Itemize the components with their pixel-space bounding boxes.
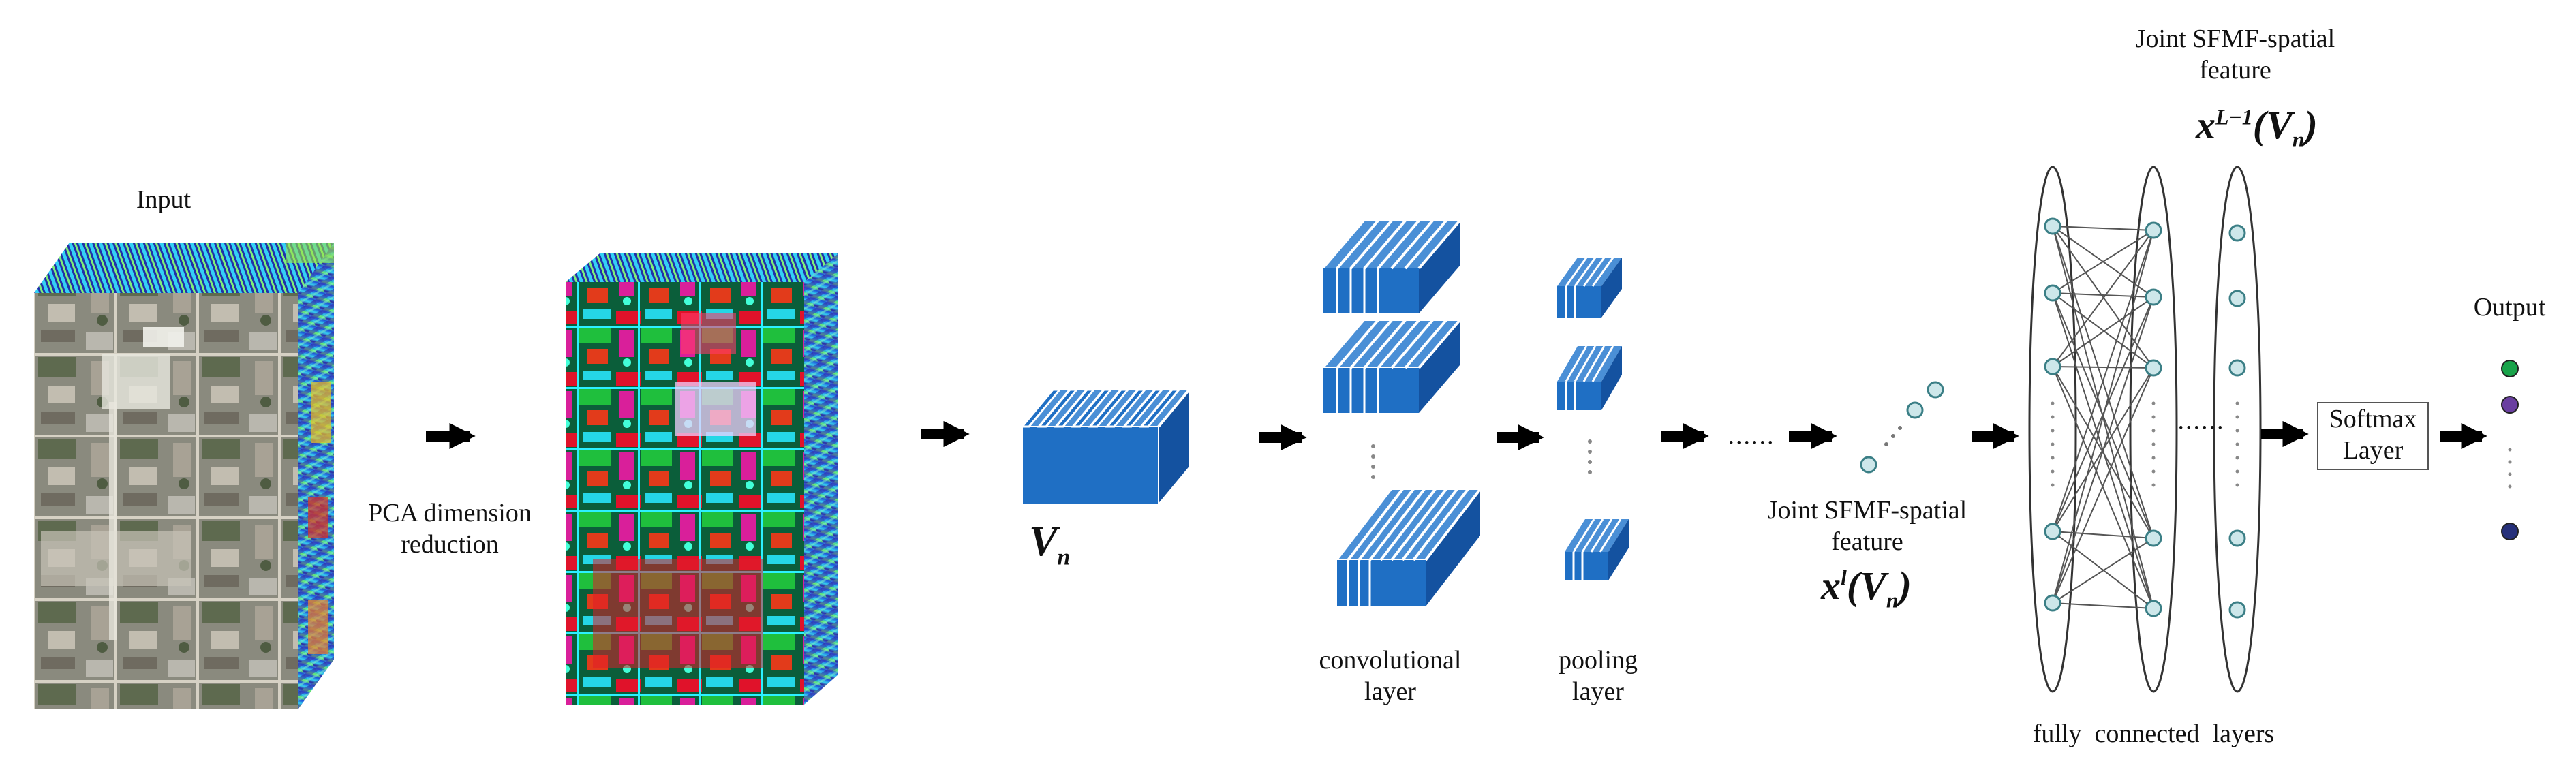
fc-node (2044, 523, 2061, 540)
feature-node (1860, 456, 1877, 474)
fc-node (2044, 594, 2061, 612)
fc-node (2228, 359, 2246, 377)
ellipsis-fc: ...... (2177, 406, 2225, 435)
pca-cube (566, 253, 838, 705)
conv-block-2 (1321, 319, 1462, 413)
feature-node (1927, 381, 1944, 399)
xL-symbol: xL−1(Vn) (2196, 103, 2318, 152)
output-node-2 (2501, 396, 2519, 414)
output-node-1 (2501, 360, 2519, 377)
fc-connections (2052, 226, 2154, 609)
joint-feature-label: Joint SFMF-spatial feature (1767, 496, 1967, 556)
pool-block-3 (1565, 518, 1629, 580)
output-label: Output (2473, 293, 2546, 322)
output-vertical-dots (2508, 448, 2512, 489)
fc-node (2145, 359, 2162, 377)
vn-slices (1019, 388, 1182, 428)
fc-node (2044, 358, 2061, 375)
input-cube-top (34, 243, 334, 293)
fc-nodes (2044, 217, 2246, 619)
fc-layer-3 (2213, 166, 2262, 693)
input-label: Input (136, 185, 191, 214)
conv-block-3 (1335, 488, 1482, 606)
feature-node (1906, 401, 1924, 419)
feature-diagonal-dots (1884, 426, 1902, 446)
input-cube (34, 243, 334, 709)
pca-cube-side (804, 253, 838, 705)
pca-label: PCA dimension reduction (368, 499, 532, 559)
fc-label: fully connected layers (2032, 719, 2275, 748)
fc-node (2145, 221, 2162, 239)
pool-block-1 (1557, 257, 1622, 318)
pca-cube-top (566, 253, 838, 282)
fc-layer-1 (2028, 166, 2077, 693)
input-cube-side (298, 243, 334, 709)
fc-node (2145, 288, 2162, 306)
fc-node (2228, 529, 2246, 547)
fc-node (2145, 529, 2162, 547)
joint-feature-top-label: Joint SFMF-spatial feature (2135, 25, 2335, 84)
conv-block-1 (1321, 219, 1462, 313)
fc-node (2228, 224, 2246, 242)
pool-label: pooling layer (1558, 646, 1638, 706)
fc-node (2044, 284, 2061, 302)
fc-layer-2 (2129, 166, 2178, 693)
xl-symbol: xl(Vn) (1821, 563, 1912, 613)
output-nodes (2501, 360, 2519, 540)
fc-node (2228, 601, 2246, 619)
conv-label: convolutional layer (1319, 646, 1462, 706)
joint-feature-nodes (1860, 381, 1944, 474)
fc-node (2044, 217, 2061, 235)
vn-symbol: Vn (1029, 518, 1071, 570)
pool-block-2 (1557, 345, 1622, 410)
vn-cube (1020, 354, 1191, 506)
pool-vertical-dots (1588, 439, 1592, 474)
softmax-layer-box: Softmax Layer (2317, 402, 2429, 470)
conv-vertical-dots (1371, 444, 1375, 479)
fc-node (2145, 600, 2162, 617)
ellipsis-mid: ...... (1728, 421, 1775, 450)
output-node-3 (2501, 523, 2519, 540)
fc-vertical-dots (2051, 401, 2239, 487)
fc-node (2228, 290, 2246, 307)
